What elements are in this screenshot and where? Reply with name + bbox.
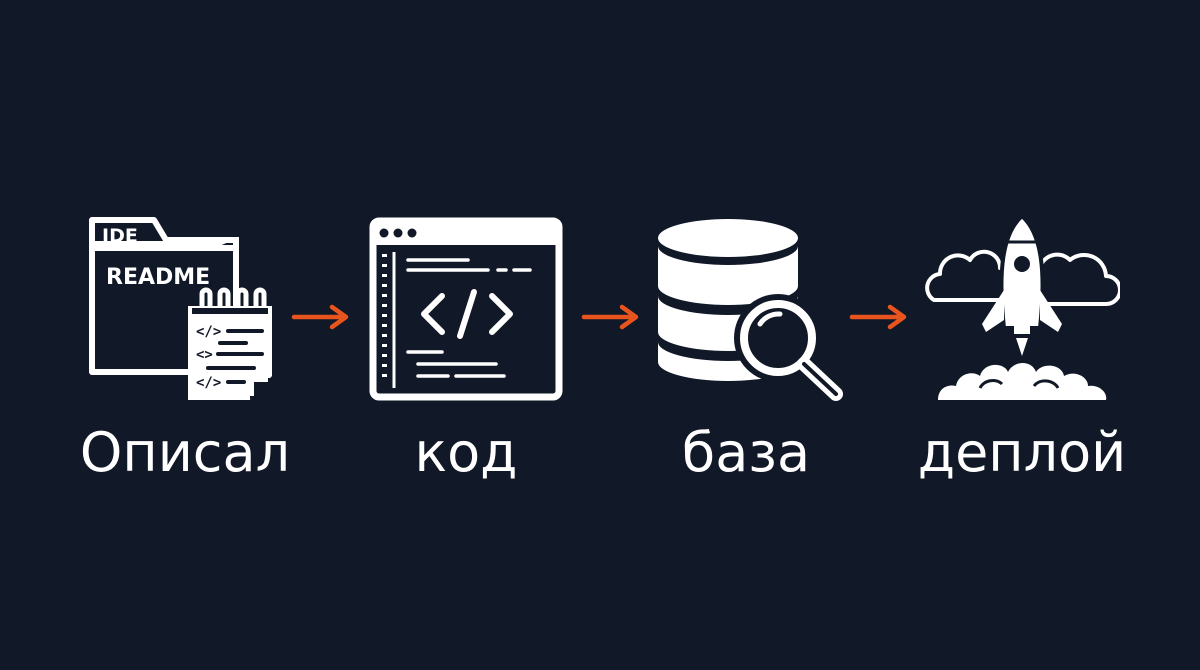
step-label-database: база: [681, 421, 811, 484]
step-label-described: Описал: [79, 421, 291, 484]
code-mark-2: <>: [196, 347, 213, 363]
code-mark-1: </>: [196, 324, 221, 340]
arrow-right-icon: [849, 304, 907, 330]
code-editor-window-icon: [369, 217, 563, 401]
database-search-icon: [658, 219, 843, 401]
arrow-right-icon: [581, 304, 639, 330]
arrow-right-icon: [291, 304, 349, 330]
folder-readme-notepad-icon: IDE README </> <> </>: [89, 217, 272, 400]
rocket-launch-icon: [925, 213, 1120, 400]
readme-tab-label: README: [106, 265, 210, 290]
step-label-deploy: деплой: [917, 421, 1127, 484]
step-label-code: код: [414, 421, 518, 484]
code-mark-3: </>: [196, 375, 221, 391]
